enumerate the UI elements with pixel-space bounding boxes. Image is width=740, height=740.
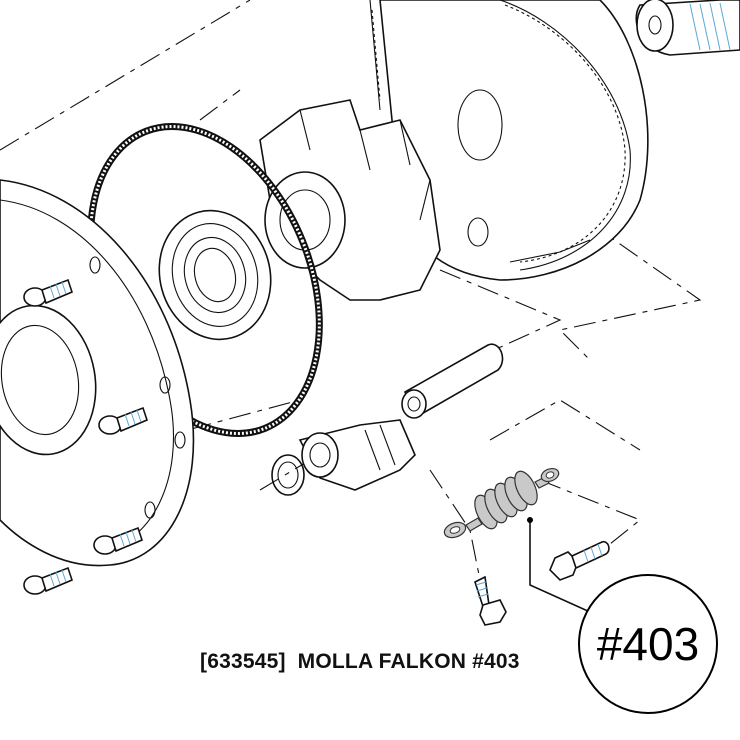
bearing — [158, 209, 272, 341]
bolt-2 — [474, 575, 507, 626]
shaft-end — [635, 0, 740, 56]
bolt-1 — [549, 540, 610, 581]
screw-1 — [23, 278, 73, 307]
screw-2 — [98, 406, 148, 435]
part-name: MOLLA FALKON #403 — [297, 650, 520, 673]
cover-plate — [0, 179, 195, 567]
part-code: [633545] — [200, 650, 286, 673]
lever — [298, 419, 416, 491]
leader-dot — [527, 517, 533, 523]
callout-label: #403 — [596, 618, 700, 670]
screw-3 — [93, 526, 143, 555]
circlip — [271, 454, 305, 496]
shaft-thread-marks — [689, 2, 731, 51]
screw-4 — [23, 566, 73, 595]
spring-403 — [443, 467, 560, 539]
part-caption: [633545] MOLLA FALKON #403 — [200, 650, 520, 674]
callout-leader-line — [529, 520, 591, 613]
large-gear — [369, 0, 649, 281]
part-callout-circle: #403 — [578, 574, 718, 714]
pin — [401, 343, 504, 419]
